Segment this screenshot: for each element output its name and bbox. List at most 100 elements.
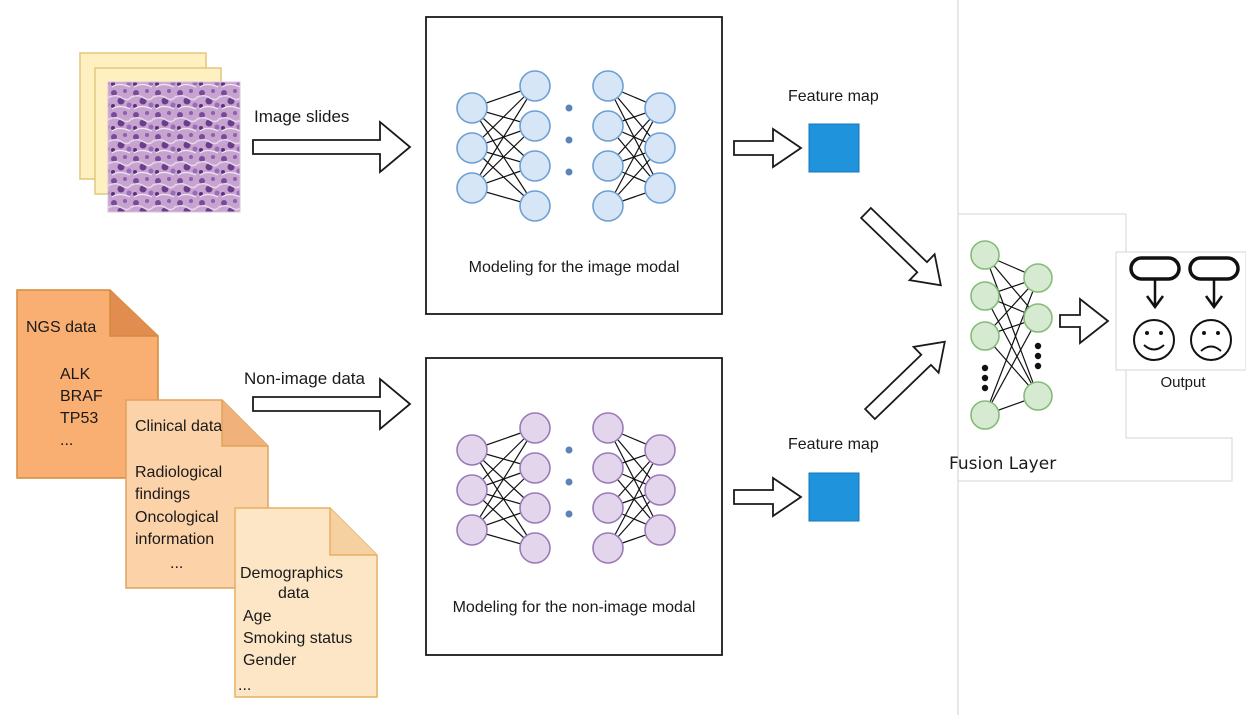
ellipsis-dot (1034, 352, 1042, 360)
neuron-node (592, 452, 624, 484)
fusion-neural-network (970, 240, 1053, 430)
smiley-face-icon (1133, 319, 1175, 361)
connection-line (984, 277, 1039, 416)
fusion-neuron-node (970, 281, 1000, 311)
arrow-nonimage-feature-to-fusion (863, 340, 946, 421)
ngs-data-title: NGS data (26, 319, 96, 336)
clinical-item-2: Oncological (135, 509, 219, 526)
neuron-node (456, 474, 488, 506)
pill-node-right (1188, 256, 1240, 281)
image-slides-label: Image slides (254, 107, 349, 126)
demographics-item-1: Smoking status (243, 630, 352, 647)
image-model-caption: Modeling for the image modal (469, 259, 680, 276)
nonimage-feature-map-label: Feature map (788, 436, 879, 453)
connection-line (984, 254, 1039, 397)
clinical-data-title: Clinical data (135, 418, 222, 435)
fusion-neuron-node (1023, 381, 1053, 411)
clinical-item-1: findings (135, 486, 190, 503)
neuron-node (456, 434, 488, 466)
neuron-node (456, 92, 488, 124)
neuron-node (456, 514, 488, 546)
fusion-neuron-node (970, 321, 1000, 351)
connection-line (984, 317, 1039, 416)
ellipsis-dot (565, 136, 573, 144)
image-feature-map (808, 123, 860, 173)
clinical-item-4: ... (170, 555, 183, 572)
demographics-title-line1: Demographics (240, 565, 343, 582)
pill-node-left (1129, 256, 1181, 281)
non-image-data-label: Non-image data (244, 369, 366, 388)
image-feature-map-label: Feature map (788, 88, 879, 105)
histology-slide-image (108, 82, 240, 212)
ngs-item-0: ALK (60, 366, 91, 383)
arrow-image-feature-to-fusion (859, 206, 942, 287)
connection-line (607, 449, 661, 549)
neuron-node (592, 110, 624, 142)
neuron-node (592, 150, 624, 182)
ellipsis-dot (565, 478, 573, 486)
ellipsis-dot (565, 104, 573, 112)
neuron-node (519, 452, 551, 484)
neuron-node (644, 514, 676, 546)
demographics-item-0: Age (243, 608, 272, 625)
neuron-node (644, 172, 676, 204)
output-label: Output (1160, 374, 1206, 391)
ellipsis-dot (1034, 362, 1042, 370)
neuron-node (592, 412, 624, 444)
arrow-fusion-to-output (1059, 297, 1110, 345)
neuron-node (592, 190, 624, 222)
neuron-node (644, 132, 676, 164)
ellipsis-dot (981, 374, 989, 382)
neuron-node (456, 132, 488, 164)
nonimage-model-caption: Modeling for the non-image modal (453, 599, 696, 616)
ngs-item-3: ... (60, 432, 73, 449)
neuron-node (644, 474, 676, 506)
neuron-node (519, 70, 551, 102)
ellipsis-dot (981, 364, 989, 372)
ellipsis-dot (981, 384, 989, 392)
output-bad-branch (1188, 256, 1240, 361)
arrow-nonimage-to-model (252, 377, 412, 431)
image-neural-network (456, 70, 676, 222)
demographics-item-2: Gender (243, 652, 297, 669)
demographics-title-line2: data (278, 585, 309, 602)
nonimage-neural-network (456, 412, 676, 564)
neuron-node (592, 492, 624, 524)
fusion-neuron-node (1023, 303, 1053, 333)
ellipsis-dot (565, 446, 573, 454)
neuron-node (519, 150, 551, 182)
connection-line (607, 107, 661, 207)
neuron-node (519, 110, 551, 142)
arrow-image-to-model (252, 120, 412, 174)
connection-line (471, 427, 536, 531)
image-model-box (425, 16, 723, 315)
ellipsis-dot (565, 168, 573, 176)
ngs-item-2: TP53 (60, 410, 98, 427)
ellipsis-dot (1034, 342, 1042, 350)
neuron-node (519, 190, 551, 222)
fusion-neuron-node (970, 400, 1000, 430)
neuron-node (519, 532, 551, 564)
ngs-item-1: BRAF (60, 388, 103, 405)
ellipsis-dot (565, 510, 573, 518)
neuron-node (519, 492, 551, 524)
frowning-face-icon (1190, 319, 1232, 361)
image-slides-stack (79, 52, 241, 213)
clinical-data-document (125, 399, 269, 589)
arrow-nonimage-model-to-feature (733, 476, 803, 518)
arrow-image-model-to-feature (733, 127, 803, 169)
demographics-item-3: ... (238, 677, 251, 694)
nonimage-feature-map (808, 472, 860, 522)
neuron-node (592, 532, 624, 564)
output-good-branch (1129, 256, 1181, 361)
neuron-node (456, 172, 488, 204)
neuron-node (644, 92, 676, 124)
fusion-neuron-node (970, 240, 1000, 270)
neuron-node (519, 412, 551, 444)
fusion-neuron-node (1023, 263, 1053, 293)
neuron-node (644, 434, 676, 466)
fusion-layer-label: Fusion Layer (949, 454, 1056, 474)
demographics-data-document (234, 507, 378, 698)
connection-line (471, 85, 536, 189)
